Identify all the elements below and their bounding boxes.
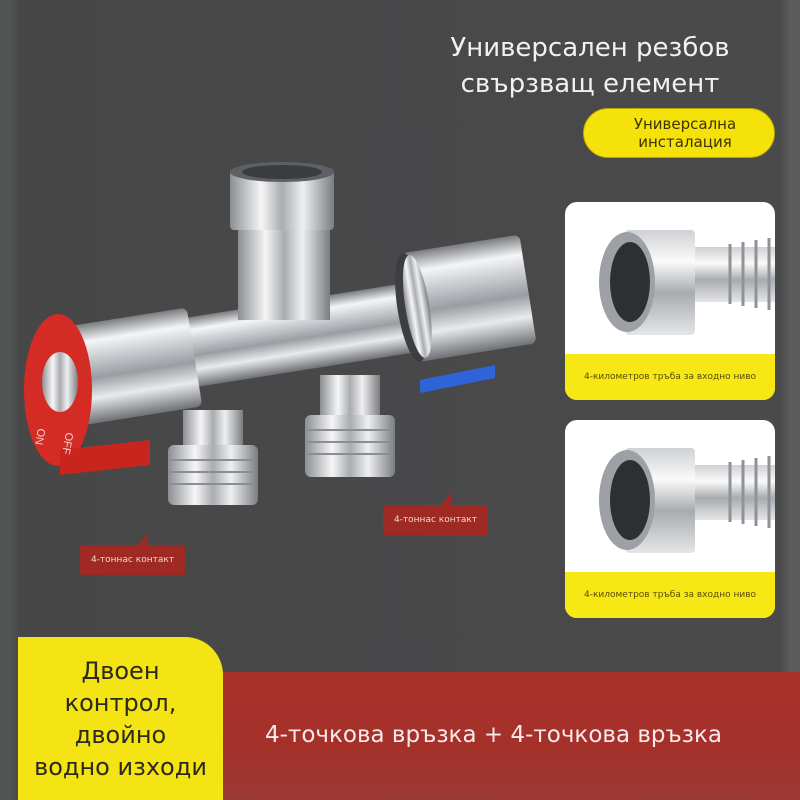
feature-line-1: Двоен <box>81 656 160 685</box>
hose-fitting-image <box>599 448 775 553</box>
callout-right: 4-тоннас контакт <box>383 493 488 535</box>
page-title: Универсален резбов свързващ елемент <box>420 30 760 102</box>
badge-line-2: инсталация <box>638 133 732 151</box>
hose-fitting-image <box>599 230 775 335</box>
hose-caption-1: 4-километров тръба за входно ниво <box>565 354 775 400</box>
red-handle: ON OFF <box>24 314 150 475</box>
connection-banner <box>205 672 800 800</box>
callout-left: 4-тоннас контакт <box>80 533 185 575</box>
connection-banner-text: 4-точкова връзка + 4-точкова връзка <box>265 722 722 748</box>
feature-line-4: водно изходи <box>34 752 207 781</box>
dual-control-feature-box: Двоен контрол, двойно водно изходи <box>18 637 223 800</box>
blue-handle <box>420 365 495 393</box>
title-line-2: свързващ елемент <box>460 69 720 99</box>
svg-text:ON: ON <box>32 427 47 445</box>
badge-line-1: Универсална <box>633 115 737 133</box>
universal-installation-badge: Универсална инсталация <box>583 108 775 158</box>
hose-caption-2: 4-километров тръба за входно ниво <box>565 572 775 618</box>
title-line-1: Универсален резбов <box>450 33 730 63</box>
hose-card-2: 4-километров тръба за входно ниво <box>565 420 775 618</box>
svg-text:OFF: OFF <box>59 431 75 455</box>
feature-line-3: двойно <box>74 720 167 749</box>
feature-line-2: контрол, <box>64 688 177 717</box>
hose-card-1: 4-километров тръба за входно ниво <box>565 202 775 400</box>
angle-valve-illustration: ON OFF <box>24 162 536 505</box>
